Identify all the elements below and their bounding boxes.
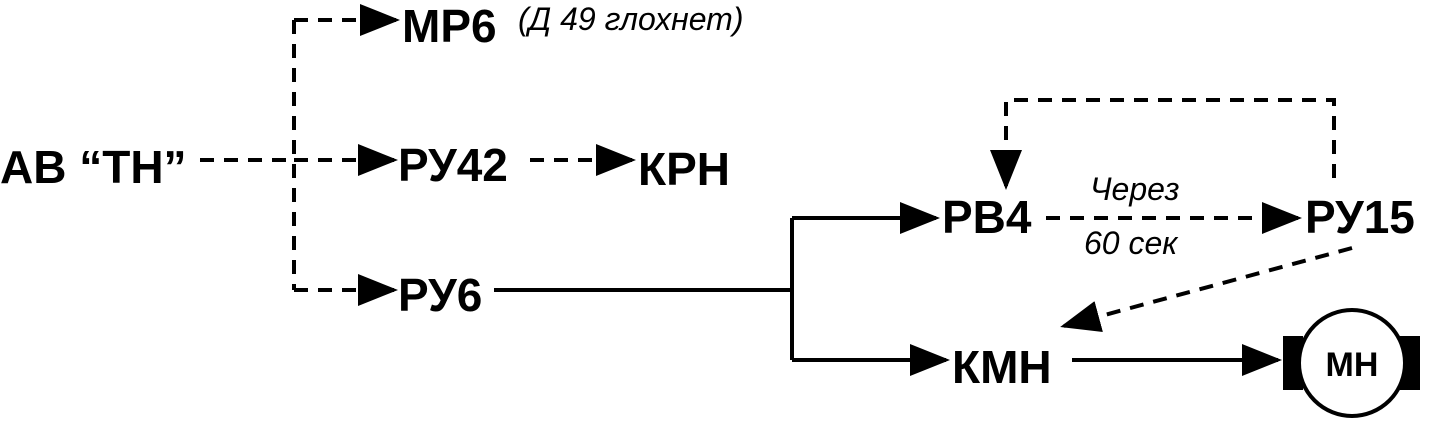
note-mr6: (Д 49 глохнет)	[518, 1, 743, 37]
node-ru42: РУ42	[398, 139, 508, 191]
node-rv4: РВ4	[942, 191, 1032, 243]
delay-line-2: 60 сек	[1084, 225, 1179, 261]
motor-circle-icon	[1297, 308, 1407, 418]
arrow-ru15-to-kmn	[1060, 246, 1353, 333]
node-mr6: МР6	[402, 0, 497, 52]
node-krn: КРН	[638, 143, 730, 195]
motor-label: МН	[1326, 346, 1379, 384]
motor-symbol: МН	[1283, 308, 1420, 418]
delay-line-1: Через	[1090, 171, 1179, 207]
node-kmn: КМН	[952, 341, 1052, 393]
node-ru15: РУ15	[1305, 191, 1415, 243]
motor-left-bar	[1283, 336, 1303, 390]
node-av-th: АВ “ТН”	[0, 141, 187, 193]
node-ru6: РУ6	[398, 269, 482, 321]
feedback-loop-ru15-to-rv4	[990, 98, 1336, 190]
